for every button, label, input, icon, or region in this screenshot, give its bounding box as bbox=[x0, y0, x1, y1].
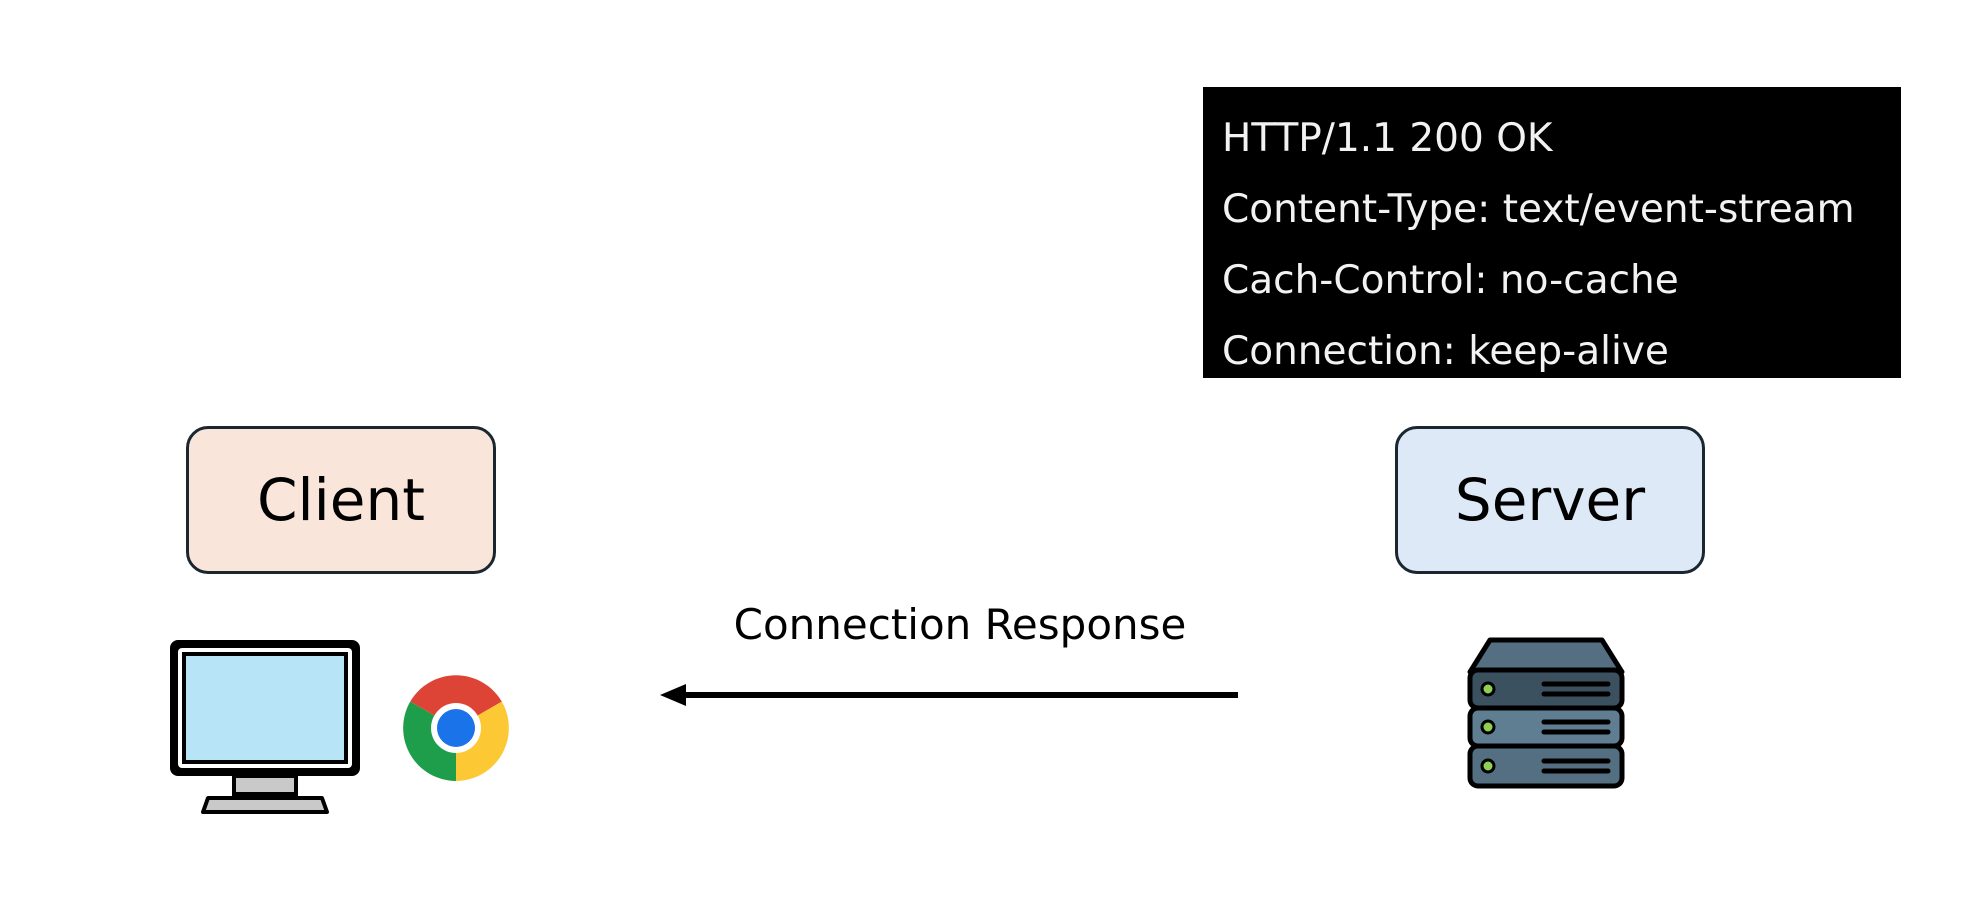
server-rack-icon bbox=[1467, 637, 1625, 789]
connection-response-arrow bbox=[660, 684, 1238, 706]
http-content-type-line: Content-Type: text/event-stream bbox=[1222, 187, 1855, 232]
connection-response-label: Connection Response bbox=[733, 600, 1187, 649]
client-box: Client bbox=[186, 426, 496, 574]
chrome-browser-icon bbox=[403, 675, 509, 781]
client-label: Client bbox=[257, 466, 425, 534]
server-box: Server bbox=[1395, 426, 1705, 574]
desktop-monitor-icon bbox=[170, 640, 360, 814]
http-cache-control-line: Cach-Control: no-cache bbox=[1222, 258, 1679, 303]
http-status-line: HTTP/1.1 200 OK bbox=[1222, 116, 1553, 161]
http-connection-line: Connection: keep-alive bbox=[1222, 329, 1669, 374]
http-response-header-box: HTTP/1.1 200 OK Content-Type: text/event… bbox=[1203, 87, 1901, 378]
server-label: Server bbox=[1454, 466, 1646, 534]
